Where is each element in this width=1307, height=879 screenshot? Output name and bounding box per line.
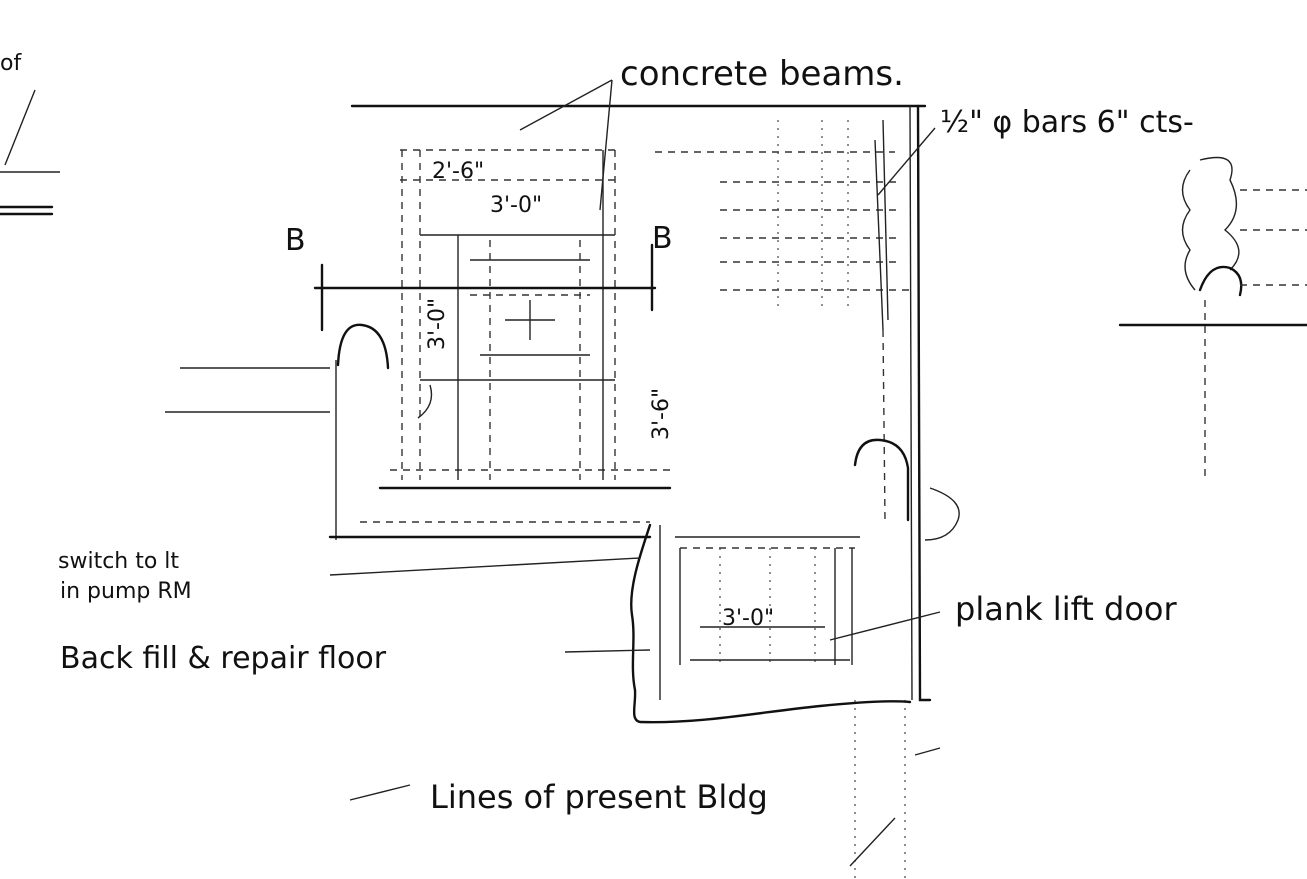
bars-spacing-label: ½" φ bars 6" cts- [940,105,1194,140]
present-building-lines-label: Lines of present Bldg [430,778,768,816]
side-detail [1118,156,1307,480]
corner-fragment [0,89,60,216]
right-arch [853,438,960,541]
concrete-beams-label: concrete beams. [620,54,904,94]
concrete-pit [378,149,672,490]
dimension-door-width: 3'-0" [722,606,774,631]
section-line-bb [313,243,657,332]
section-mark-left: B [285,223,306,258]
dimension-3-0-left: 3'-0" [425,298,450,350]
plank-lift-door-label: plank lift door [955,590,1177,628]
pump-room [630,523,941,724]
dimension-3-6-right: 3'-6" [649,388,674,440]
dimension-2-6: 2'-6" [432,159,484,184]
switch-note-line1: switch to lt [58,549,179,574]
switch-note-line2: in pump RM [60,579,192,604]
section-mark-right: B [652,221,673,256]
dimension-3-0-top: 3'-0" [490,193,542,218]
building-outline [350,104,932,879]
corner-fragment-text: of [0,51,22,76]
left-walls [165,323,652,540]
bar-grid [655,119,915,521]
backfill-note: Back fill & repair floor [60,641,387,676]
leader-lines [329,79,941,867]
